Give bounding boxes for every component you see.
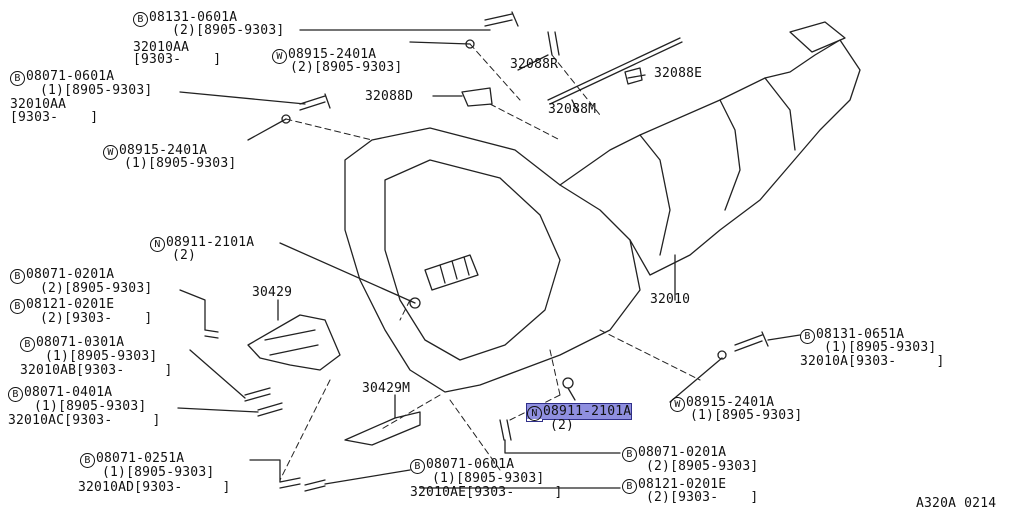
part-code: 08071-0401A <box>24 385 113 400</box>
badge-n-icon: N <box>150 237 165 252</box>
label-part-30429M: 30429M <box>362 381 411 396</box>
part-code: 08911-2101A <box>166 235 255 250</box>
badge-b-icon: B <box>622 447 637 462</box>
label-part-32010AA: 32010AA <box>133 40 190 55</box>
label-qty-date: (1)[8905-9303] <box>124 156 237 171</box>
part-code: 08915-2401A <box>288 47 377 62</box>
label-qty-date: (1)[8905-9303] <box>102 465 215 480</box>
badge-b-icon: B <box>20 337 35 352</box>
label-part-32010AD: 32010AD[9303- ] <box>78 480 231 495</box>
part-code: 08071-0201A <box>26 267 115 282</box>
badge-w-icon: W <box>103 145 118 160</box>
part-code: 08071-0601A <box>26 69 115 84</box>
label-part-32088D: 32088D <box>365 89 414 104</box>
bell-housing-inner <box>384 159 561 361</box>
label-part-32088M: 32088M <box>548 102 597 117</box>
badge-b-icon: B <box>133 12 148 27</box>
part-code: 08071-0251A <box>96 451 185 466</box>
label-qty: (2) <box>550 418 575 433</box>
badge-b-icon: B <box>10 299 25 314</box>
badge-b-icon: B <box>800 329 815 344</box>
label-qty-date: (1)[8905-9303] <box>45 349 158 364</box>
main-case-outline <box>559 39 861 276</box>
badge-b-icon: B <box>622 479 637 494</box>
badge-b-icon: B <box>10 269 25 284</box>
part-code: 08131-0651A <box>816 327 905 342</box>
label-part-32088R: 32088R <box>510 57 559 72</box>
badge-b-icon: B <box>80 453 95 468</box>
badge-w-icon: W <box>272 49 287 64</box>
figure-id: A320A 0214 <box>916 496 997 510</box>
shift-cover <box>789 21 846 53</box>
part-code: 08915-2401A <box>686 395 775 410</box>
badge-b-icon: B <box>410 459 425 474</box>
part-code: 08911-2101A <box>543 404 632 419</box>
label-part-32010AA: 32010AA <box>10 97 67 112</box>
label-qty-date: (1)[8905-9303] <box>432 471 545 486</box>
bracket-30429 <box>247 314 341 371</box>
label-date-range: [9303- ] <box>10 110 99 125</box>
part-code: 08071-0301A <box>36 335 125 350</box>
part-code: 08131-0601A <box>149 10 238 25</box>
label-part-32010AB: 32010AB[9303- ] <box>20 363 173 378</box>
label-qty-date: (2)[9303- ] <box>40 311 153 326</box>
label-qty: (2) <box>172 248 197 263</box>
part-code: 08915-2401A <box>119 143 208 158</box>
label-qty-date: (1)[8905-9303] <box>690 408 803 423</box>
part-code: 08071-0201A <box>638 445 727 460</box>
label-qty-date: (2)[8905-9303] <box>172 23 285 38</box>
shift-rod-32088M <box>547 37 681 101</box>
label-part-32010: 32010 <box>650 292 691 307</box>
label-qty-date: (1)[8905-9303] <box>34 399 147 414</box>
label-date-range: [9303- ] <box>133 52 222 67</box>
badge-n-icon: N <box>527 406 542 421</box>
bracket-30429M <box>344 411 421 446</box>
label-part-32010A: 32010A[9303- ] <box>800 354 945 369</box>
label-qty-date: (2)[9303- ] <box>646 490 759 505</box>
input-shaft <box>424 254 479 291</box>
part-code: 08071-0601A <box>426 457 515 472</box>
label-qty-date: (2)[8905-9303] <box>290 60 403 75</box>
bell-housing-outline <box>344 127 641 393</box>
label-part-32088E: 32088E <box>654 66 703 81</box>
label-part-32010AE: 32010AE[9303- ] <box>410 485 563 500</box>
badge-b-icon: B <box>10 71 25 86</box>
label-qty-date: (2)[8905-9303] <box>646 459 759 474</box>
label-qty-date: (2)[8905-9303] <box>40 281 153 296</box>
badge-w-icon: W <box>670 397 685 412</box>
part-code: 08121-0201E <box>638 477 727 492</box>
label-qty-date: (1)[8905-9303] <box>40 83 153 98</box>
badge-b-icon: B <box>8 387 23 402</box>
label-part-30429: 30429 <box>252 285 293 300</box>
label-part-32010AC: 32010AC[9303- ] <box>8 413 161 428</box>
part-code: 08121-0201E <box>26 297 115 312</box>
label-qty-date: (1)[8905-9303] <box>824 340 937 355</box>
